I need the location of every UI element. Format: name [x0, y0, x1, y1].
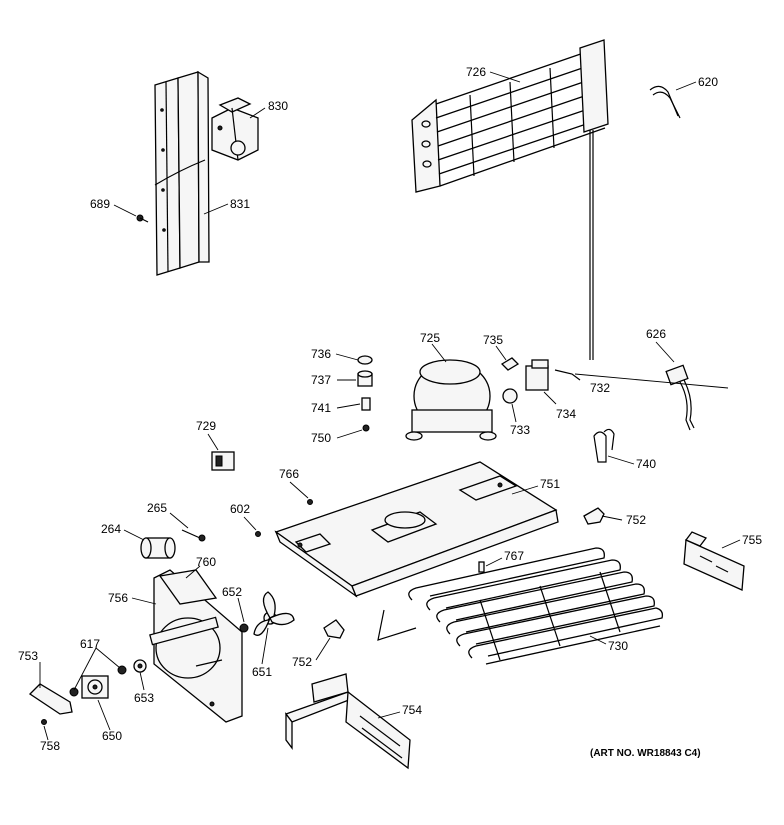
callout-831: 831: [230, 197, 250, 211]
art-number: (ART NO. WR18843 C4): [590, 748, 701, 759]
callout-752-upper: 752: [626, 513, 646, 527]
callout-756: 756: [108, 591, 128, 605]
callout-730: 730: [608, 639, 628, 653]
compressor-part: [405, 359, 497, 441]
callout-732: 732: [590, 381, 610, 395]
fan-shroud-part: [149, 569, 243, 723]
bracket-part-753: [28, 683, 73, 715]
callout-740: 740: [636, 457, 656, 471]
screw-part-766: [307, 499, 313, 505]
callout-754: 754: [402, 703, 422, 717]
screw-part-689: [136, 214, 149, 223]
callout-617: 617: [80, 637, 100, 651]
screw-part-265: [181, 529, 206, 542]
callout-750: 750: [311, 431, 331, 445]
callout-741: 741: [311, 401, 331, 415]
callout-602: 602: [230, 502, 250, 516]
callout-726: 726: [466, 65, 486, 79]
callout-760: 760: [196, 555, 216, 569]
callout-620: 620: [698, 75, 718, 89]
callout-264: 264: [101, 522, 121, 536]
callout-689: 689: [90, 197, 110, 211]
sleeve-part-741: [361, 397, 371, 411]
bushing-part-737: [357, 370, 373, 387]
bracket-part-755: [683, 531, 745, 591]
clip-part-752-lower: [323, 619, 345, 639]
screw-part-767: [478, 561, 485, 573]
screw-part-758: [41, 719, 47, 725]
callout-755: 755: [742, 533, 762, 547]
cover-part-754: [284, 673, 411, 770]
fan-blade-part: [253, 591, 295, 636]
grommet-part-736: [357, 355, 373, 365]
callout-626: 626: [646, 327, 666, 341]
callout-729: 729: [196, 419, 216, 433]
callout-733: 733: [510, 423, 530, 437]
overload-part-734: [525, 359, 549, 391]
block-part-729: [211, 451, 235, 471]
callout-736: 736: [311, 347, 331, 361]
callout-830: 830: [268, 99, 288, 113]
evaporator-coil-part: [377, 547, 664, 665]
damper-bracket-part: [211, 97, 259, 161]
callout-752-lower: 752: [292, 655, 312, 669]
callout-650: 650: [102, 729, 122, 743]
callout-753: 753: [18, 649, 38, 663]
cylinder-part-264: [140, 537, 176, 559]
clip-part-752-upper: [583, 507, 605, 525]
callout-737: 737: [311, 373, 331, 387]
callout-652: 652: [222, 585, 242, 599]
screw-part-602: [255, 531, 261, 537]
callout-734: 734: [556, 407, 576, 421]
callout-725: 725: [420, 331, 440, 345]
callout-labels: 726 620 830 689 831 626 736 725 735 737 …: [18, 65, 762, 759]
power-cord-part: [665, 364, 695, 431]
base-pan-part: [274, 461, 559, 598]
callout-653: 653: [134, 691, 154, 705]
relay-part-735: [500, 357, 520, 371]
callout-758: 758: [40, 739, 60, 753]
bracket-part-740: [593, 428, 615, 463]
callout-751: 751: [540, 477, 560, 491]
washer-part-653: [133, 659, 147, 673]
screw-part-750: [362, 424, 370, 432]
leader-lines: [39, 71, 741, 741]
condenser-coil-part: [411, 39, 609, 360]
callout-767: 767: [504, 549, 524, 563]
vertical-channel-part: [154, 70, 210, 276]
tube-part-620: [649, 85, 681, 119]
nut-part-652: [239, 623, 249, 633]
callout-265: 265: [147, 501, 167, 515]
terminal-part-733: [502, 388, 518, 404]
callout-735: 735: [483, 333, 503, 347]
callout-766: 766: [279, 467, 299, 481]
clip-part-732: [554, 369, 581, 381]
fan-motor-part: [81, 675, 109, 699]
callout-651: 651: [252, 665, 272, 679]
